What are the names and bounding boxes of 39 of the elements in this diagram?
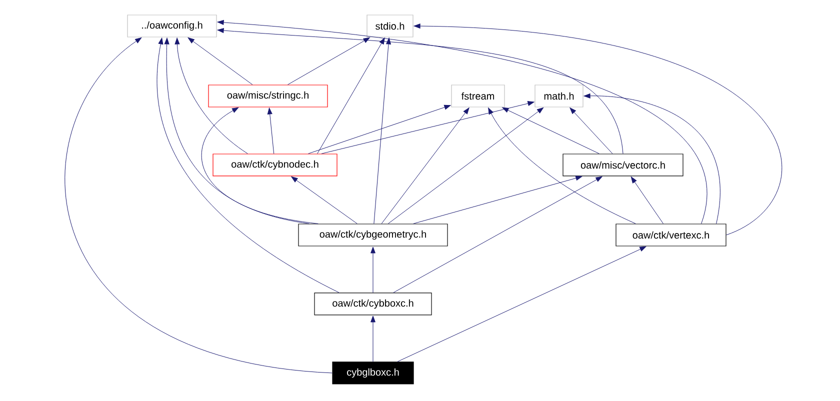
arrow — [397, 246, 646, 362]
arrow — [374, 38, 391, 224]
file-box: oaw/ctk/vertexc.h — [616, 224, 726, 246]
arrow — [370, 246, 376, 293]
file-box: ../oawconfig.h — [127, 14, 217, 38]
file-box: math.h — [534, 84, 584, 108]
arrow — [308, 104, 451, 154]
arrow — [217, 20, 708, 224]
file-box: oaw/ctk/cybnodec.h — [212, 154, 338, 176]
arrow — [488, 108, 636, 224]
arrow — [630, 176, 664, 224]
arrow — [188, 37, 253, 85]
file-box: oaw/ctk/cybboxc.h — [314, 292, 432, 316]
arrow — [174, 38, 248, 154]
arrow — [413, 176, 582, 224]
arrow — [164, 38, 310, 224]
arrow — [65, 37, 332, 374]
arrow — [370, 316, 376, 362]
arrow — [584, 93, 720, 224]
arrow — [287, 37, 370, 85]
file-box: oaw/ctk/cybgeometryc.h — [298, 224, 448, 246]
arrow — [267, 108, 274, 154]
file-box: oaw/misc/vectorc.h — [562, 154, 684, 176]
arrow — [570, 108, 613, 154]
file-box: fstream — [451, 84, 505, 108]
file-box: stdio.h — [366, 14, 414, 38]
file-box: oaw/misc/stringc.h — [208, 84, 328, 108]
arrow — [317, 38, 385, 154]
arrow — [381, 108, 470, 224]
arrow — [156, 38, 340, 293]
highlighted-file-box: cybglboxc.h — [332, 362, 414, 384]
arrow — [414, 24, 782, 236]
arrow — [393, 176, 602, 293]
arrow — [291, 176, 358, 224]
arrow — [217, 28, 624, 154]
arrow — [388, 107, 544, 224]
arrow — [202, 107, 318, 224]
arrow — [321, 101, 534, 154]
arrow — [502, 107, 600, 154]
